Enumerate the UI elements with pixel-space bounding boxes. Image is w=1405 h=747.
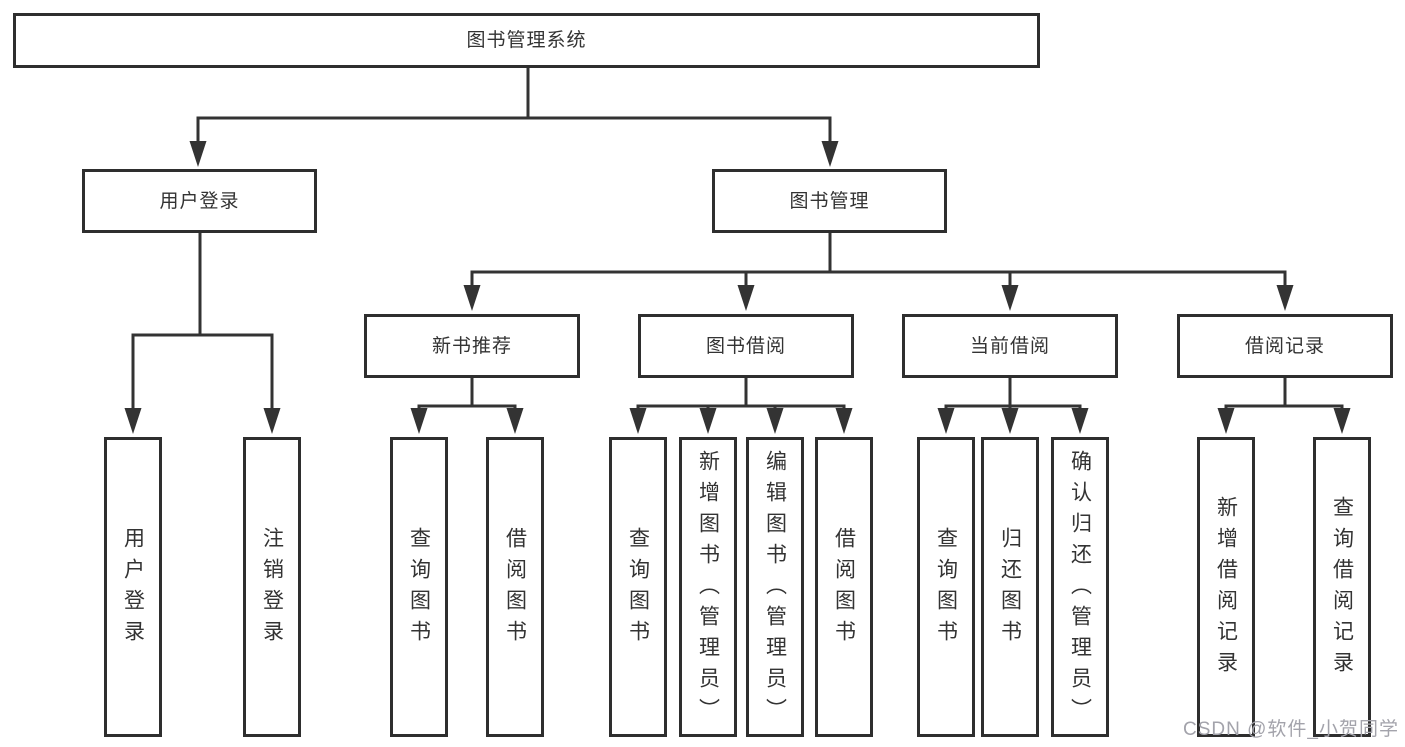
leaf-query-borrow-record: 查询借阅记录 bbox=[1313, 437, 1371, 737]
node-label: 图书管理 bbox=[789, 190, 870, 212]
csdn-watermark: CSDN @软件_小贺同学 bbox=[1183, 719, 1399, 740]
leaf-edit-books-admin: 编辑图书（管理员） bbox=[746, 437, 804, 737]
leaf-query-books-current: 查询图书 bbox=[917, 437, 975, 737]
leaf-borrow-books-borrowing: 借阅图书 bbox=[815, 437, 873, 737]
node-label: 新增借阅记录 bbox=[1214, 496, 1238, 682]
node-user-login: 用户登录 bbox=[82, 169, 317, 233]
leaf-confirm-return-admin: 确认归还（管理员） bbox=[1051, 437, 1109, 737]
node-label: 借阅记录 bbox=[1244, 335, 1325, 357]
node-label: 借阅图书 bbox=[832, 527, 856, 651]
leaf-logout: 注销登录 bbox=[243, 437, 301, 737]
node-borrow-records: 借阅记录 bbox=[1177, 314, 1393, 378]
leaf-query-books-borrowing: 查询图书 bbox=[609, 437, 667, 737]
node-label: 查询图书 bbox=[626, 527, 650, 651]
leaf-query-books-recommend: 查询图书 bbox=[390, 437, 448, 737]
node-book-management: 图书管理 bbox=[712, 169, 947, 233]
leaf-user-login: 用户登录 bbox=[104, 437, 162, 737]
node-library-management-system: 图书管理系统 bbox=[13, 13, 1040, 68]
node-label: 确认归还（管理员） bbox=[1068, 449, 1092, 729]
node-label: 用户登录 bbox=[159, 190, 240, 212]
node-label: 当前借阅 bbox=[969, 335, 1050, 357]
node-label: 注销登录 bbox=[260, 527, 284, 651]
node-book-borrowing: 图书借阅 bbox=[638, 314, 854, 378]
node-label: 用户登录 bbox=[121, 527, 145, 651]
node-current-borrowing: 当前借阅 bbox=[902, 314, 1118, 378]
leaf-borrow-books-recommend: 借阅图书 bbox=[486, 437, 544, 737]
node-label: 查询借阅记录 bbox=[1330, 496, 1354, 682]
node-new-book-recommendation: 新书推荐 bbox=[364, 314, 580, 378]
connector-strokes bbox=[131, 66, 1344, 419]
node-label: 查询图书 bbox=[407, 527, 431, 651]
leaf-return-books: 归还图书 bbox=[981, 437, 1039, 737]
node-label: 借阅图书 bbox=[503, 527, 527, 651]
node-label: 归还图书 bbox=[998, 527, 1022, 651]
leaf-add-books-admin: 新增图书（管理员） bbox=[679, 437, 737, 737]
node-label: 编辑图书（管理员） bbox=[763, 449, 787, 729]
node-label: 图书管理系统 bbox=[466, 30, 587, 51]
arrowheads bbox=[124, 141, 1351, 434]
node-label: 新书推荐 bbox=[431, 335, 512, 357]
node-label: 查询图书 bbox=[934, 527, 958, 651]
node-label: 图书借阅 bbox=[705, 335, 786, 357]
leaf-add-borrow-record: 新增借阅记录 bbox=[1197, 437, 1255, 737]
node-label: 新增图书（管理员） bbox=[696, 449, 720, 729]
